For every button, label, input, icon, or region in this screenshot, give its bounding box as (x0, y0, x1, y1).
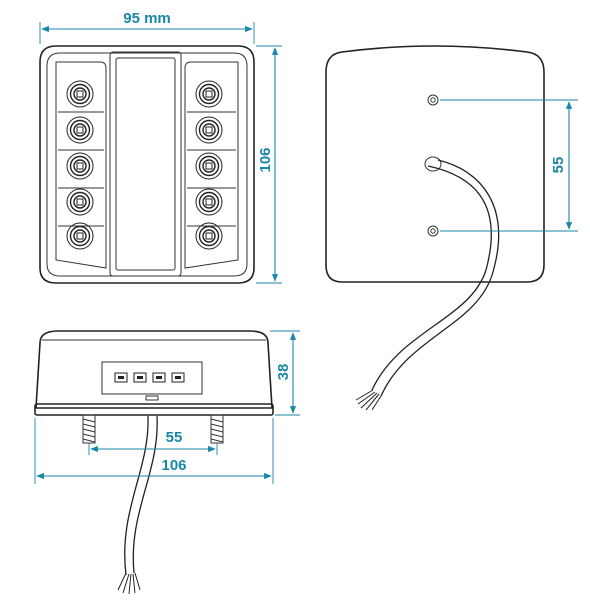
led-icon (195, 80, 223, 108)
connector-pin (133, 372, 147, 383)
cable-entry (424, 156, 442, 172)
front-view: 95 mm 106 (39, 10, 282, 284)
side-cable (124, 415, 149, 576)
mount-hole-top (427, 94, 439, 106)
mount-bolt-left (82, 414, 96, 444)
connector-block (101, 361, 203, 395)
front-width-label: 95 mm (123, 10, 171, 27)
side-height-label: 38 (275, 364, 292, 381)
led-icon (195, 188, 223, 216)
connector-pin (114, 372, 128, 383)
side-bolt-spacing-label: 55 (166, 429, 183, 446)
led-icon (66, 80, 94, 108)
right-led-column (187, 111, 236, 227)
mount-bolt-right (210, 414, 224, 444)
led-icon (66, 188, 94, 216)
led-icon (195, 116, 223, 144)
led-icon (66, 116, 94, 144)
front-height-label: 106 (257, 147, 274, 172)
led-icon (66, 152, 94, 180)
back-hole-spacing-label: 55 (550, 157, 567, 174)
connector-pin (171, 372, 185, 383)
led-icon (195, 152, 223, 180)
led-icon (66, 222, 94, 250)
side-view: 38 55 106 (34, 330, 300, 595)
side-width-label: 106 (161, 457, 186, 474)
connector-pin (152, 372, 166, 383)
back-cable (371, 165, 492, 391)
back-view: 55 (325, 45, 578, 411)
mount-hole-bottom (427, 225, 439, 237)
led-icon (195, 222, 223, 250)
